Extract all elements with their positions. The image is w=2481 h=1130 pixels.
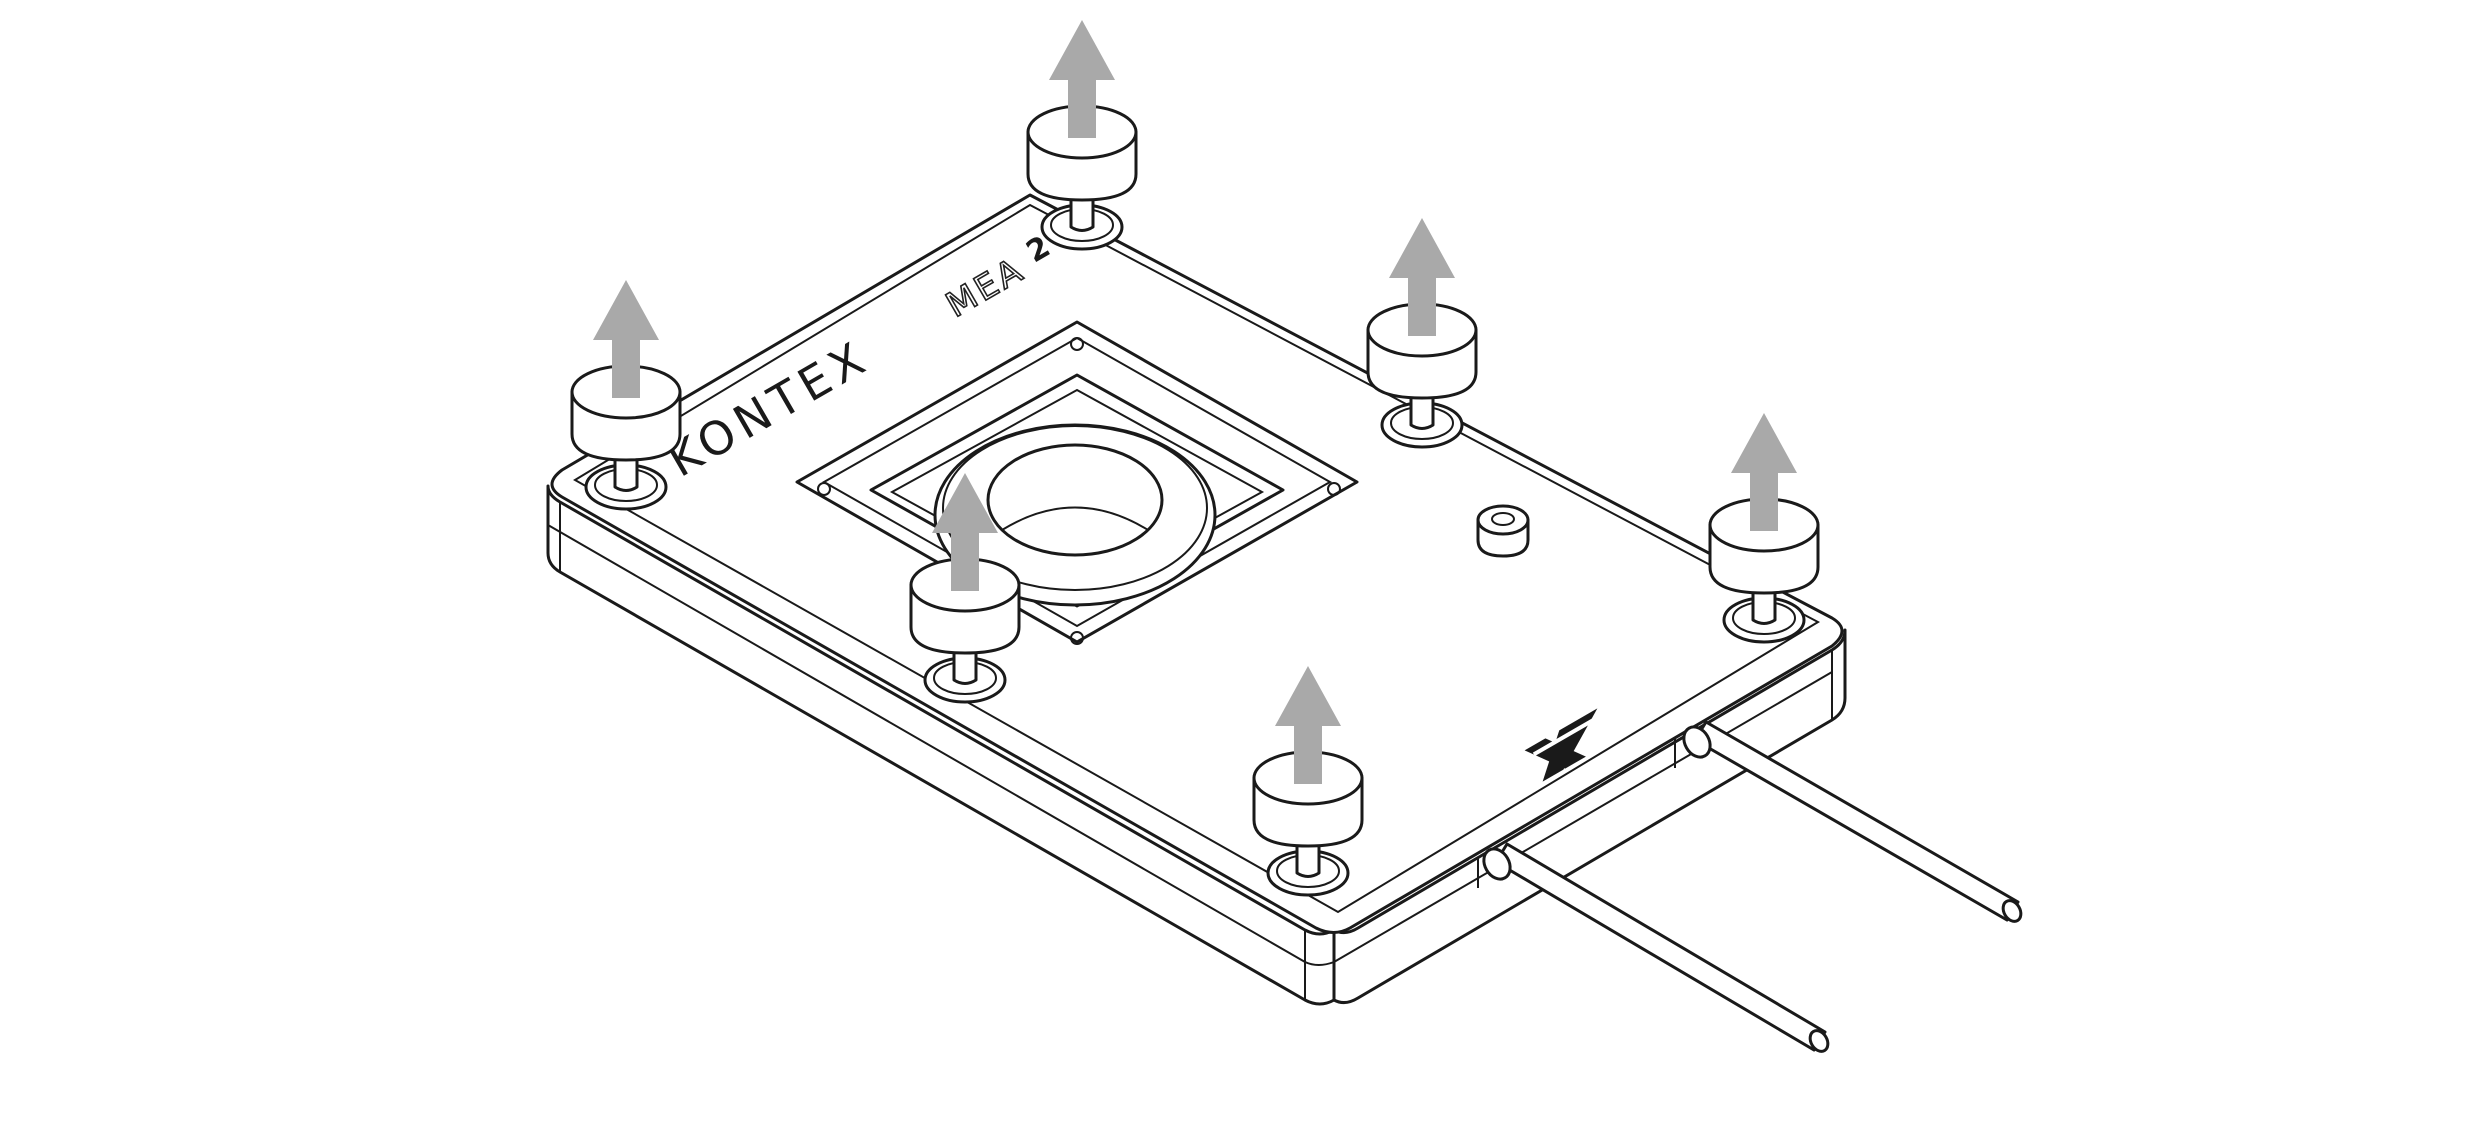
window-screw-bottom: [1070, 631, 1084, 645]
tube-left-fitting: [1482, 847, 1512, 881]
window-screw-top: [1070, 337, 1084, 351]
hex-screw: [1476, 504, 1530, 558]
center-window: [795, 320, 1359, 645]
tube-left: [1494, 842, 1827, 1052]
ring-inner-depth: [1001, 506, 1149, 531]
tube-left-end: [1808, 1029, 1830, 1053]
side-seam-right: [1333, 671, 1833, 963]
ring-outer-inner-edge: [942, 425, 1208, 591]
tubes: [1477, 720, 2023, 1053]
kontex-x-logo-icon: [1524, 708, 1598, 782]
plate-body: [546, 484, 1847, 1006]
ring-inner-well: [986, 443, 1164, 557]
hex-socket: [1491, 512, 1515, 526]
hex-screw-head: [1476, 504, 1530, 536]
tube-right-fitting: [1682, 725, 1712, 759]
plate-side-right: [1332, 628, 1847, 1005]
tube-right-end: [2001, 899, 2023, 923]
window-screw-right: [1327, 482, 1341, 496]
tube-right: [1693, 720, 2020, 922]
window-screw-left: [817, 482, 831, 496]
window-inner-frame: [821, 336, 1333, 628]
plate-top-bevel: [573, 203, 1821, 914]
